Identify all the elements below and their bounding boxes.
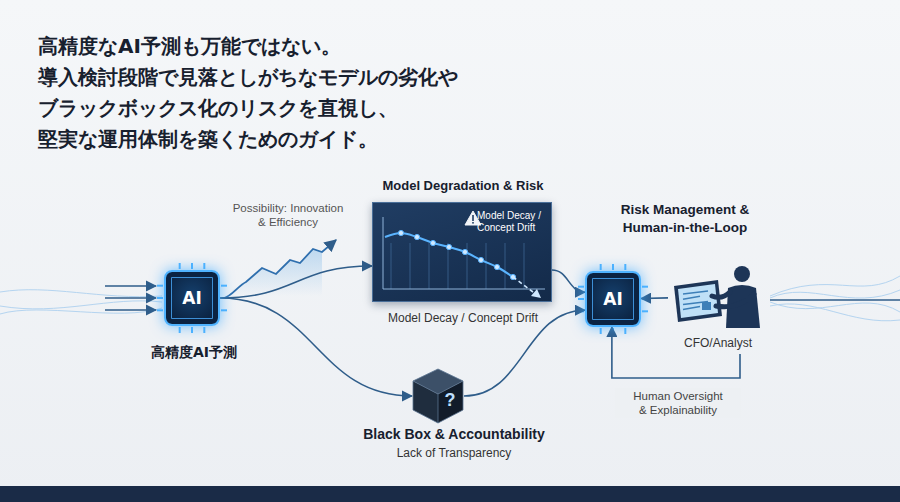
panel-heading: Model Degradation & Risk	[333, 178, 593, 193]
analyst-label: CFO/Analyst	[668, 336, 768, 350]
question-mark: ?	[440, 390, 460, 410]
flow-connector	[641, 297, 668, 299]
input-arrows	[105, 286, 156, 310]
edge-label: Human Oversight & Explainability	[615, 388, 741, 418]
ai-chip: AI	[585, 271, 641, 327]
footer-bar	[0, 486, 900, 502]
flow-connector	[220, 298, 412, 396]
cube-heading: Black Box & Accountability	[344, 426, 564, 442]
output-line	[770, 299, 900, 300]
flow-connector	[220, 266, 372, 298]
cube-caption: Lack of Transparency	[344, 446, 564, 460]
chip-label: AI	[182, 288, 201, 308]
chip-label: AI	[603, 289, 622, 309]
analyst-figure: CFO/Analyst	[668, 262, 768, 354]
page-title: 高精度なAI予測も万能ではない。 導入検討段階で見落としがちなモデルの劣化や ブ…	[38, 31, 508, 155]
panel-caption: Model Decay / Concept Drift	[333, 311, 593, 325]
chip-caption: 高精度AI予測	[114, 344, 274, 362]
model-decay-panel: Model Degradation & RiskModel Decay / Co…	[372, 202, 552, 302]
possibility-label: Possibility: Innovation & Efficiency	[220, 201, 356, 229]
ai-chip: AI高精度AI予測	[164, 270, 220, 326]
warning-label: Model Decay / Concept Drift	[477, 210, 551, 234]
growth-chart	[224, 240, 336, 298]
flow-connector	[612, 327, 740, 378]
flow-connector	[552, 270, 585, 292]
cube-illustration	[412, 368, 464, 424]
risk-management-heading: Risk Management & Human-in-the-Loop	[598, 201, 772, 237]
black-box-cube: ?Black Box & AccountabilityLack of Trans…	[412, 368, 464, 424]
